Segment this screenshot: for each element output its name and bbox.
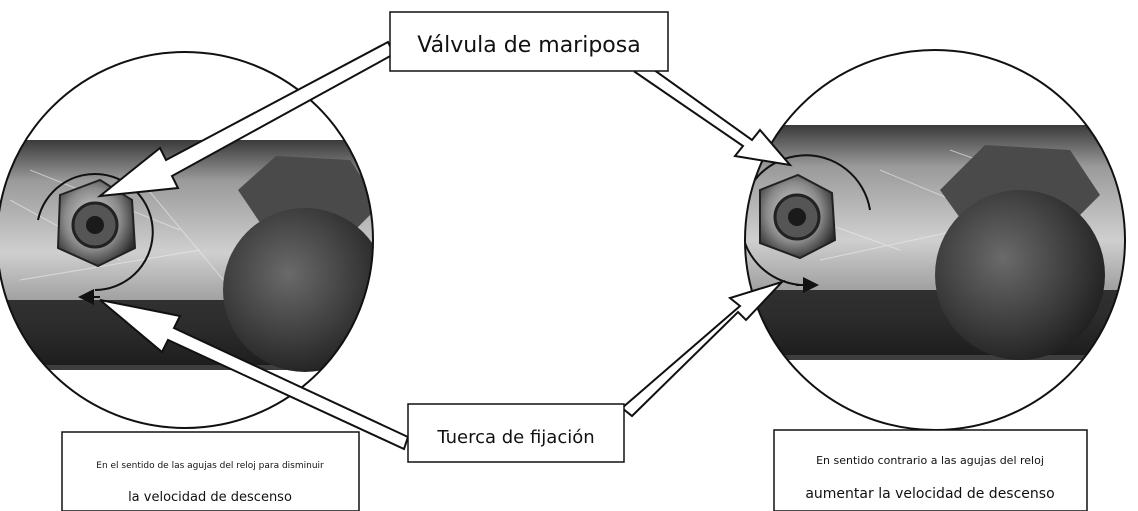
bolt-body: [935, 190, 1105, 360]
bolt-body: [223, 208, 387, 372]
valve-label: Válvula de mariposa: [417, 33, 640, 58]
right-caption-line2: aumentar la velocidad de descenso: [805, 486, 1054, 502]
nut-label: Tuerca de fijación: [436, 427, 594, 448]
left-caption-line2: la velocidad de descenso: [128, 490, 292, 505]
nut-label-box: Tuerca de fijación: [408, 404, 624, 462]
valve-label-box: Válvula de mariposa: [390, 12, 668, 71]
callout-arrow-right-valve: [635, 62, 790, 165]
right-caption-box: En sentido contrario a las agujas del re…: [774, 430, 1087, 511]
left-caption-line1: En el sentido de las agujas del reloj pa…: [96, 461, 324, 471]
left-caption-box: En el sentido de las agujas del reloj pa…: [62, 432, 359, 511]
callout-arrow-right-nut: [622, 282, 782, 416]
right-caption-line1: En sentido contrario a las agujas del re…: [816, 454, 1044, 467]
